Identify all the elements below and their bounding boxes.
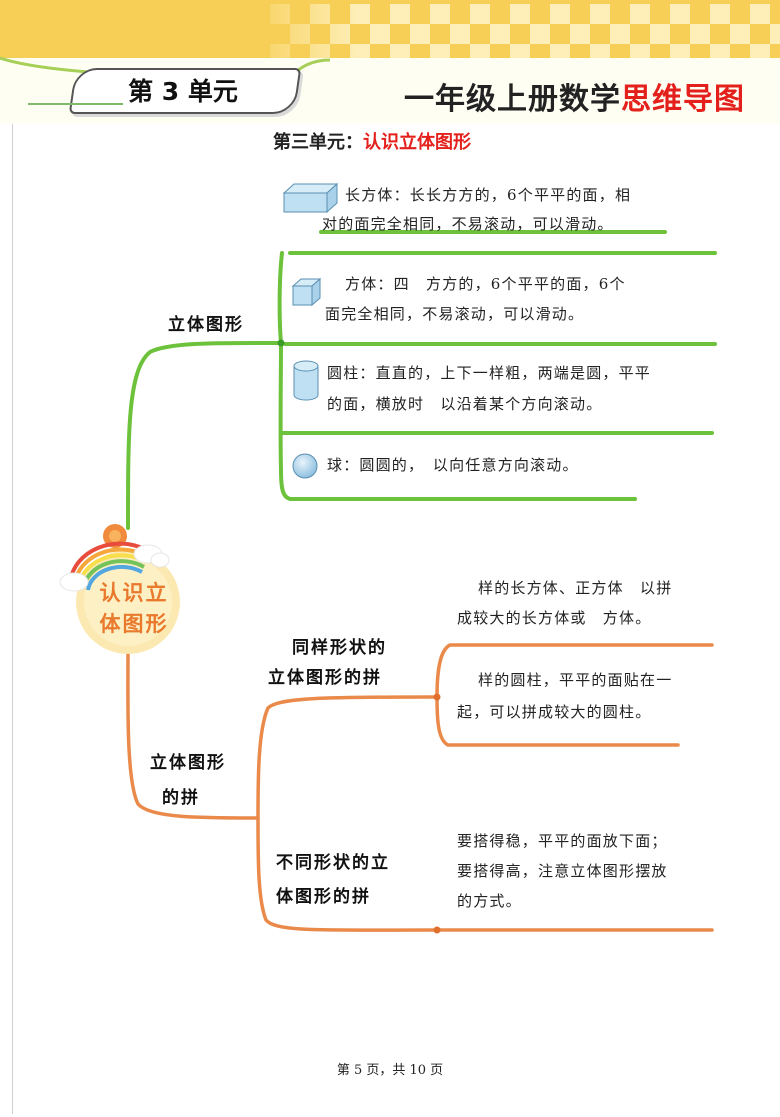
cuboid-icon [282, 182, 339, 214]
root-label-line1: 认识立 [99, 581, 169, 605]
leaf-cylinder-line1: 圆柱：直直的，上下一样粗，两端是圆，平平 [327, 364, 652, 382]
leaf-cuboid-line1: 长方体：长长方方的，6个平平的面，相 [345, 186, 632, 204]
leaf-same-2-line2: 起，可以拼成较大的圆柱。 [457, 703, 652, 721]
leaf-sphere-line1: 球：圆圆的， 以向任意方向滚动。 [327, 456, 579, 474]
build-branch-lines [126, 643, 714, 932]
unit-label: 第 3 单元 [128, 77, 238, 106]
cube-icon [291, 277, 322, 307]
page-footer: 第 5 页，共 10 页 [336, 1063, 444, 1078]
build-sub-node-diff [433, 926, 441, 934]
shapes-branch-lines [126, 230, 717, 530]
root-node-illustration [59, 524, 180, 654]
leaf-same-2-line1: 样的圆柱，平平的面贴在一 [478, 671, 673, 689]
page-title-main: 一年级上册数学 [404, 82, 621, 117]
leaf-cube-line1: 方体：四 方方的，6个平平的面，6个 [345, 275, 626, 293]
sub-diff-label-line2: 体图形的拼 [276, 887, 371, 907]
root-node: 认识立 体图形 [84, 578, 184, 640]
page-title-highlight: 思维导图 [621, 82, 745, 117]
branch-build-label-line2: 的拼 [162, 788, 200, 808]
page-title: 一年级上册数学思维导图 [404, 74, 745, 118]
sub-same-label-line1: 同样形状的 [292, 638, 387, 658]
leaf-cuboid-line2: 对的面完全相同，不易滚动，可以滑动。 [322, 215, 614, 233]
leaf-cube-line2: 面完全相同，不易滚动，可以滑动。 [325, 305, 585, 323]
leaf-diff-line1: 要搭得稳，平平的面放下面； [457, 832, 668, 850]
leaf-cylinder-line2: 的面，横放时 以沿着某个方向滚动。 [327, 395, 603, 413]
branch-build-label-line1: 立体图形 [150, 753, 226, 773]
leaf-same-1-line2: 成较大的长方体或 方体。 [457, 609, 652, 627]
sub-same-label-line2: 立体图形的拼 [268, 668, 382, 688]
section-heading-prefix: 第三单元： [273, 132, 363, 153]
section-heading: 第三单元：认识立体图形 [273, 128, 471, 154]
branch-shapes-label: 立体图形 [168, 315, 244, 335]
cylinder-icon [293, 360, 319, 401]
leaf-diff-line3: 的方式。 [457, 892, 522, 910]
leaf-diff-line2: 要搭得高，注意立体图形摆放 [457, 862, 668, 880]
sphere-icon [292, 453, 318, 479]
section-heading-topic: 认识立体图形 [363, 132, 471, 153]
build-sub-node-same [433, 693, 441, 701]
left-margin-rule [12, 124, 13, 1114]
tab-underline [28, 103, 123, 105]
sub-diff-label-line1: 不同形状的立 [276, 853, 390, 873]
root-label-line2: 体图形 [99, 612, 169, 636]
leaf-same-1-line1: 样的长方体、正方体 以拼 [478, 579, 673, 597]
shapes-branch-node [277, 339, 285, 347]
